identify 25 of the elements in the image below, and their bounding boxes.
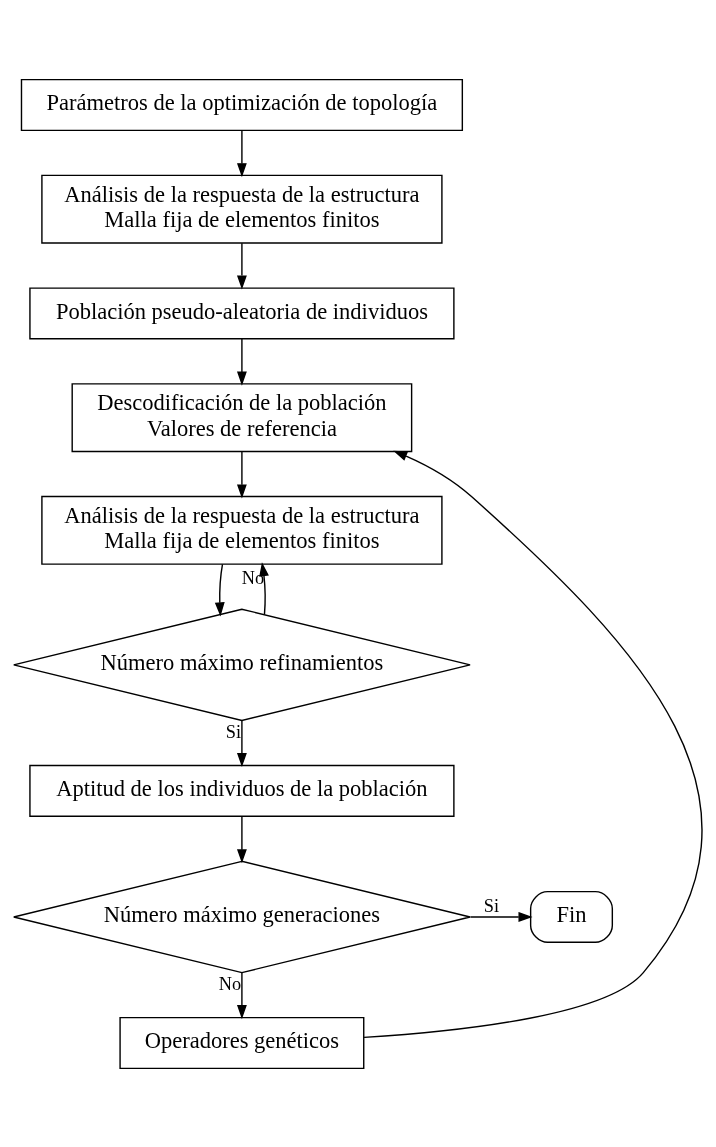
node-box: Análisis de la respuesta de la estructura Malla fija de elementos finitos (41, 495, 443, 565)
node-diamond: Número máximo generaciones (13, 860, 471, 973)
node-box: Análisis de la respuesta de la estructura Malla fija de elementos finitos (41, 174, 443, 244)
arrow (259, 561, 269, 615)
edge-label: Si (483, 895, 500, 916)
arrow (236, 815, 247, 863)
node-box: Operadores genéticos (119, 1016, 365, 1069)
edge-label: No (241, 567, 265, 588)
node-box: Fin (529, 890, 614, 943)
arrow (236, 129, 247, 177)
node-diamond: Número máximo refinamientos (13, 608, 471, 721)
arrow (214, 563, 225, 616)
arrow (469, 911, 533, 922)
arrow (236, 337, 247, 386)
node-box: Parámetros de la optimización de topología (20, 78, 464, 131)
arrow (236, 971, 247, 1019)
node-box: Población pseudo-aleatoria de individuos (29, 286, 455, 339)
edge-label: Si (225, 720, 242, 741)
arrow (236, 242, 247, 290)
node-box: Aptitud de los individuos de la población (29, 764, 455, 817)
arrow (236, 450, 247, 498)
edge-label: No (218, 973, 242, 994)
node-box: Descodificación de la población Valores de referencia (71, 382, 413, 452)
arrow (363, 450, 702, 1038)
arrow (236, 719, 247, 767)
